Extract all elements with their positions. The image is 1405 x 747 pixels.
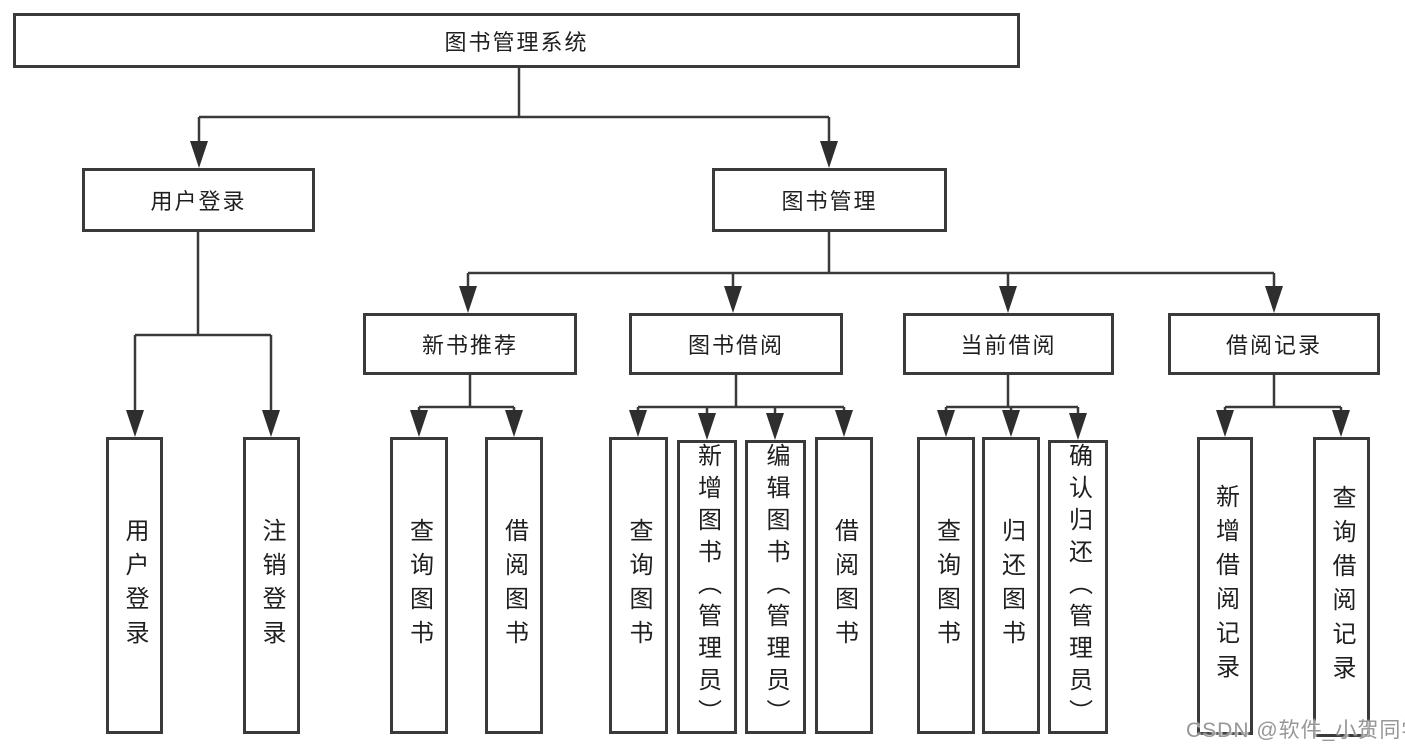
connector-line [197,68,831,141]
node-borrowing-records: 借阅记录 [1168,313,1380,375]
arrowhead-icon [835,410,853,437]
arrowhead-icon [698,413,716,440]
connector-line [944,375,1080,413]
arrowhead-icon [190,141,208,168]
arrowhead-icon [126,410,144,437]
arrowhead-icon [724,286,742,313]
arrowhead-icon [820,141,838,168]
node-new-book-recommend: 新书推荐 [363,313,577,375]
arrowhead-icon [1332,410,1350,437]
node-book-management: 图书管理 [712,168,947,232]
leaf-bb-borrow-books: 借阅图书 [815,437,873,734]
leaf-nb-query-books: 查询图书 [390,437,448,734]
leaf-logout: 注销登录 [243,437,300,734]
arrowhead-icon [1265,286,1283,313]
leaf-br-add-record: 新增借阅记录 [1197,437,1253,735]
leaf-nb-borrow-books: 借阅图书 [485,437,543,734]
connector-records-to-leaves [1216,375,1350,437]
connector-newbook-to-leaves [410,375,523,437]
leaf-cb-return-books: 归还图书 [982,437,1040,734]
connector-line [1223,375,1343,410]
connector-line [417,375,516,410]
arrowhead-icon [505,410,523,437]
arrowhead-icon [766,413,784,440]
connector-borrowing-to-leaves [629,375,853,440]
node-root: 图书管理系统 [13,13,1020,68]
connector-root-to-level2 [190,68,838,168]
arrowhead-icon [262,410,280,437]
node-current-borrowing: 当前借阅 [903,313,1114,375]
leaf-cb-query-books: 查询图书 [917,437,975,734]
connector-bookmgmt-to-level3 [459,232,1283,313]
connector-line [636,375,846,413]
leaf-cb-confirm-return-admin: 确认归还（管理员） [1048,440,1108,734]
leaf-bb-add-books-admin: 新增图书（管理员） [677,440,737,734]
leaf-bb-edit-books-admin: 编辑图书（管理员） [745,440,806,734]
connector-userlogin-to-leaves [126,232,280,437]
arrowhead-icon [937,410,955,437]
node-book-borrowing: 图书借阅 [629,313,843,375]
arrowhead-icon [459,286,477,313]
arrowhead-icon [410,410,428,437]
leaf-br-query-record: 查询借阅记录 [1313,437,1370,737]
leaf-bb-query-books: 查询图书 [609,437,668,734]
csdn-watermark: CSDN @软件_小贺同学 [1186,719,1405,742]
leaf-user-login: 用户登录 [106,437,163,734]
arrowhead-icon [1002,410,1020,437]
arrowhead-icon [999,286,1017,313]
connector-line [466,232,1276,286]
arrowhead-icon [1069,413,1087,440]
arrowhead-icon [629,410,647,437]
connector-current-to-leaves [937,375,1087,440]
node-user-login: 用户登录 [82,168,315,232]
arrowhead-icon [1216,410,1234,437]
connector-line [133,232,273,410]
